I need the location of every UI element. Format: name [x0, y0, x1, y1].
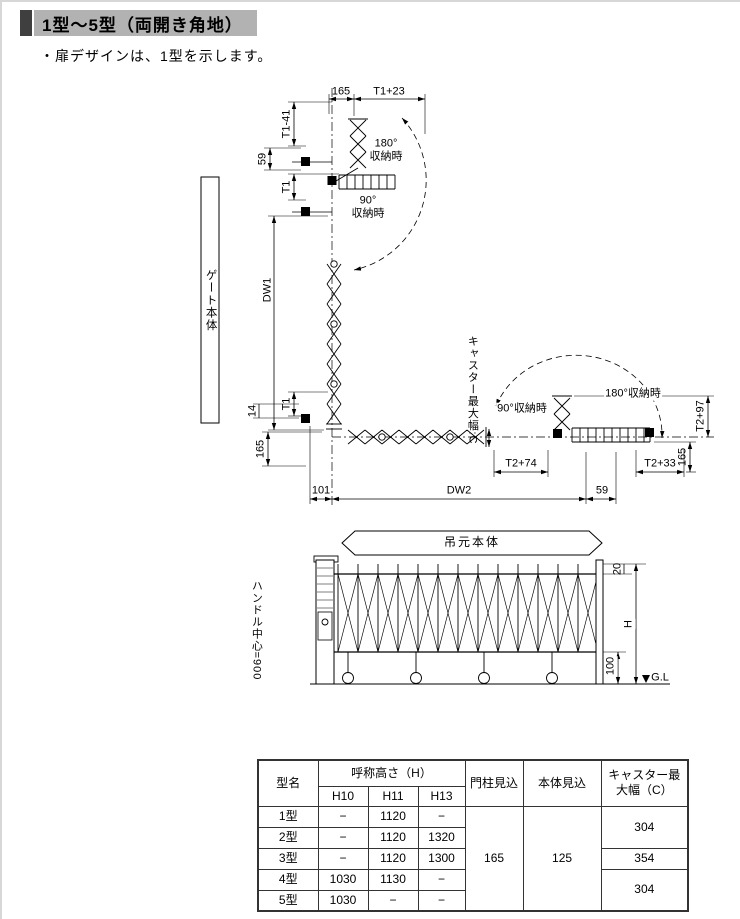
- cell-caster-3: 354: [600, 847, 689, 870]
- dim-165-right: 165: [676, 447, 689, 467]
- dim-t2plus33: T2+33: [643, 457, 677, 471]
- note-90-stored-top: 90° 収納時: [350, 194, 386, 220]
- dim-t1plus23: T1+23: [373, 85, 405, 98]
- dim-59-bottom: 59: [595, 484, 609, 497]
- dim-dw2: DW2: [446, 484, 472, 497]
- dim-dw1: DW1: [261, 277, 274, 303]
- dim-14: 14: [246, 404, 259, 418]
- casters: [342, 652, 558, 684]
- gate-body-label: ゲート本体: [204, 268, 217, 332]
- cell-h11: 1130: [367, 868, 419, 891]
- post-stubs: [292, 161, 332, 213]
- cell-caster-12: 304: [600, 805, 689, 849]
- dim-h: H: [622, 619, 636, 629]
- dim-101: 101: [311, 484, 331, 497]
- cell-h10: 1030: [317, 868, 369, 891]
- handle-icon: [321, 618, 329, 626]
- col-header-height: 呼称高さ（H）: [317, 759, 466, 787]
- extension-lines: [253, 94, 714, 653]
- elevation-view: [310, 555, 670, 685]
- dimension-lines: [258, 96, 711, 684]
- col-header-h10: H10: [317, 785, 369, 807]
- cell-model: 3型: [257, 847, 319, 870]
- dim-t1-lower: T1: [280, 397, 293, 411]
- cell-h13: −: [417, 868, 466, 891]
- table-row: 3型 − 1120 1300 354: [257, 847, 689, 870]
- dim-t1-upper: T1: [280, 180, 293, 194]
- dw1-gate: [326, 260, 342, 430]
- title-accent-block: [20, 10, 32, 36]
- col-header-post-depth: 門柱見込: [464, 759, 524, 807]
- dim-t2plus74: T2+74: [504, 457, 538, 471]
- cell-h10: −: [317, 847, 369, 870]
- dw2-gate: [347, 427, 487, 447]
- hinge-body-shape: [341, 530, 603, 556]
- dim-165-left: 165: [254, 439, 267, 459]
- cell-h13: 1300: [417, 847, 466, 870]
- cell-h11: 1120: [367, 805, 419, 828]
- gl-triangle-icon: [642, 675, 650, 683]
- cell-h13: −: [417, 889, 466, 912]
- gl-label: G.L: [651, 671, 669, 684]
- page-title: 1型〜5型（両開き角地）: [34, 10, 257, 36]
- cell-caster-45: 304: [600, 868, 689, 912]
- cell-model: 2型: [257, 826, 319, 849]
- right-stored-gate: [552, 395, 651, 443]
- col-header-body-depth: 本体見込: [522, 759, 602, 807]
- dim-20: 20: [611, 562, 624, 576]
- table-row: 5型 1030 − −: [257, 889, 688, 912]
- swing-arcs: [353, 117, 665, 439]
- cell-h13: −: [417, 805, 466, 828]
- cell-h10: −: [317, 805, 369, 828]
- note-180-stored-top: 180° 収納時: [368, 137, 404, 163]
- cell-model: 4型: [257, 868, 319, 891]
- cell-h10: 1030: [317, 889, 369, 912]
- cell-h13: 1320: [417, 826, 466, 849]
- cell-h11: 1120: [367, 826, 419, 849]
- cell-h11: 1120: [367, 847, 419, 870]
- caster-width-label: キャスター最大幅:C: [466, 335, 479, 445]
- cell-h10: −: [317, 826, 369, 849]
- dim-t2plus97: T2+97: [694, 400, 707, 432]
- cell-model: 1型: [257, 805, 319, 828]
- dim-100: 100: [604, 655, 618, 677]
- note-90-stored-right: 90°収納時: [496, 402, 548, 416]
- table-row: 4型 1030 1130 − 304: [257, 868, 689, 912]
- design-note: ・扉デザインは、1型を示します。: [40, 48, 273, 64]
- cell-body-depth: 125: [522, 805, 602, 912]
- hinge-body-label: 吊元本体: [443, 535, 501, 550]
- col-header-caster: キャスター最大幅（C）: [600, 759, 689, 807]
- cell-h11: −: [367, 889, 419, 912]
- dim-t1minus41: T1-41: [280, 109, 293, 139]
- spec-table: 型名 呼称高さ（H） 門柱見込 本体見込 キャスター最大幅（C） H10 H11…: [257, 759, 690, 912]
- dim-59-top: 59: [256, 152, 269, 166]
- table-row: 1型 − 1120 − 165 125 304: [257, 805, 689, 912]
- cell-model: 5型: [257, 889, 319, 912]
- handle-center-label: ハンドル中心=900: [250, 579, 263, 681]
- col-header-h11: H11: [367, 785, 419, 807]
- col-header-model: 型名: [257, 759, 319, 807]
- col-header-h13: H13: [417, 785, 466, 807]
- gate-body-box: [200, 176, 220, 424]
- cell-post-depth: 165: [464, 805, 524, 912]
- dim-165-top: 165: [331, 85, 351, 98]
- note-180-stored-right: 180°収納時: [604, 387, 662, 401]
